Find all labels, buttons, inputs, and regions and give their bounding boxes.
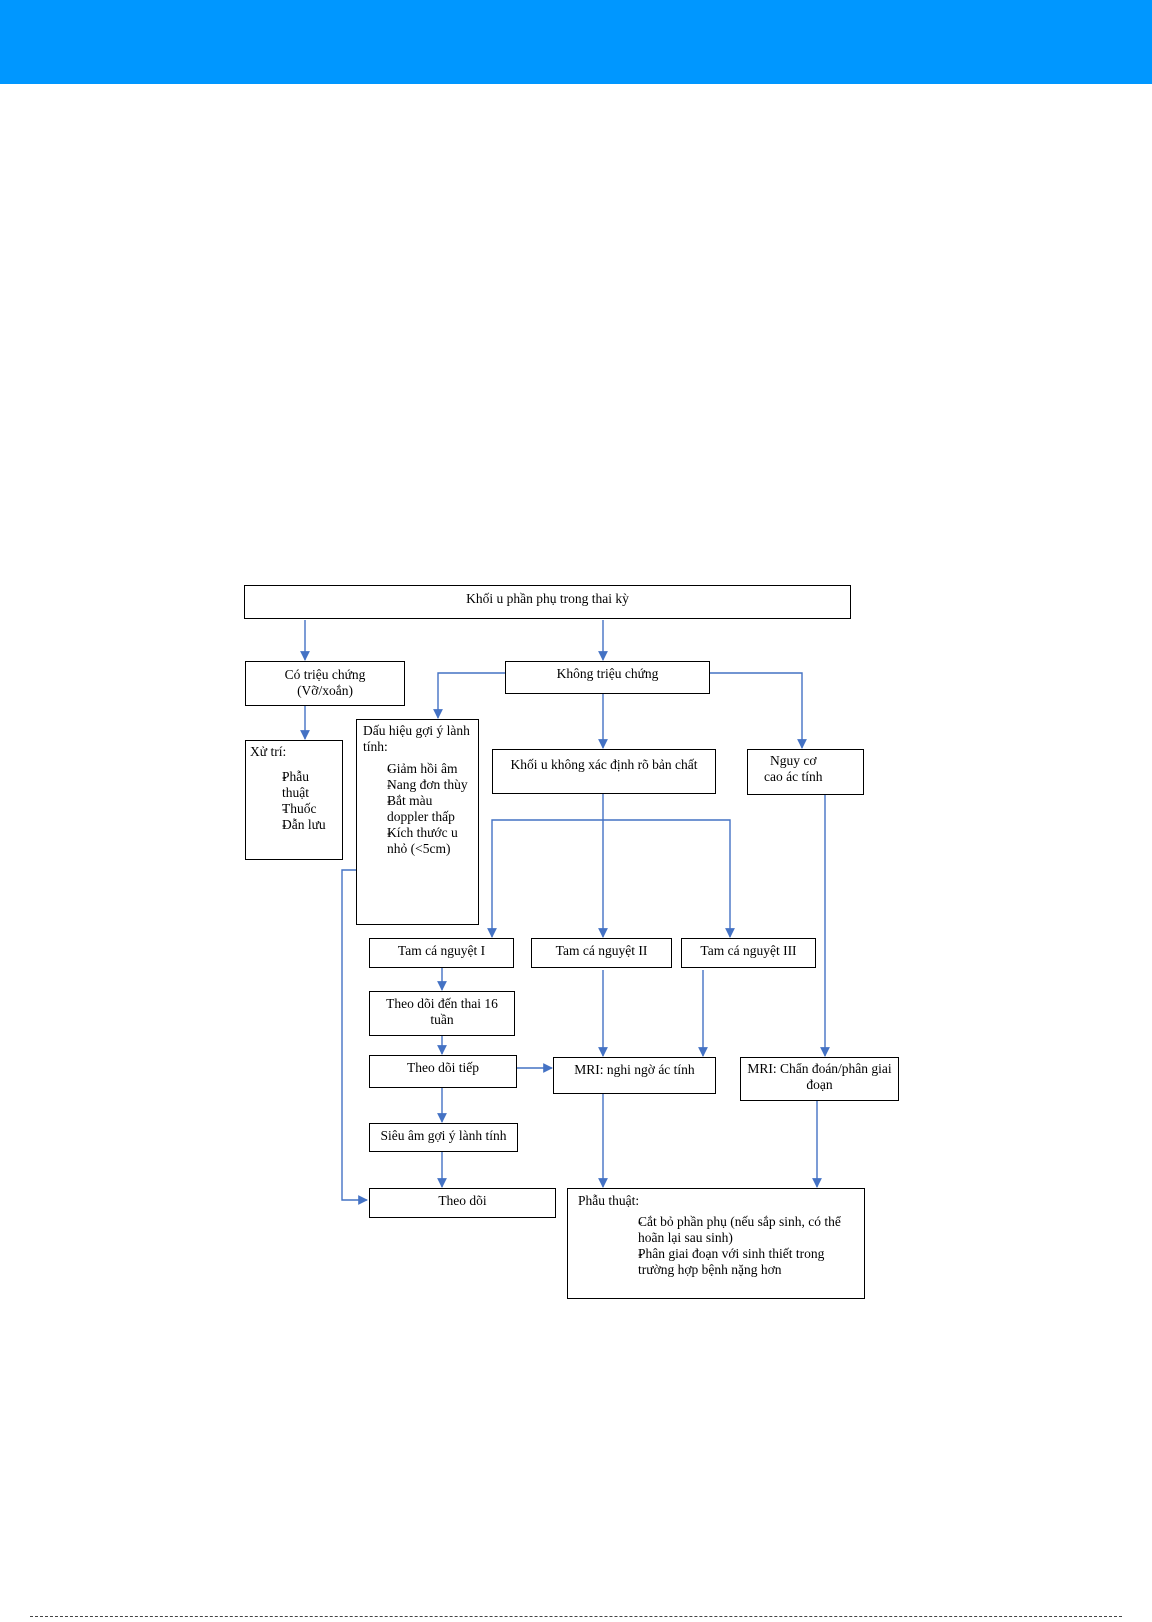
node-follow-more-label: Theo dõi tiếp bbox=[407, 1060, 479, 1075]
node-trimester-1-label: Tam cá nguyệt I bbox=[397, 943, 486, 958]
node-trimester-2: Tam cá nguyệt II bbox=[531, 938, 672, 968]
node-management-item: Thuốc bbox=[282, 801, 317, 816]
node-trimester-3: Tam cá nguyệt III bbox=[681, 938, 816, 968]
node-surgery-title: Phẫu thuật: bbox=[578, 1193, 640, 1208]
node-management: Xử trí: Phẫu thuật Thuốc Dẫn lưu bbox=[245, 740, 343, 860]
node-trimester-3-label: Tam cá nguyệt III bbox=[700, 943, 797, 958]
node-benign-signs-item: Nang đơn thùy bbox=[387, 777, 468, 792]
node-mri-suspect: MRI: nghi ngờ ác tính bbox=[553, 1057, 716, 1094]
page-bottom-rule bbox=[30, 1616, 1122, 1617]
node-benign-signs-item: Giảm hồi âm bbox=[387, 761, 458, 776]
node-surgery: Phẫu thuật: Cắt bỏ phần phụ (nếu sắp sin… bbox=[567, 1188, 865, 1299]
node-trimester-1: Tam cá nguyệt I bbox=[369, 938, 514, 968]
node-mri-stage-label: MRI: Chẩn đoán/phân giai đoạn bbox=[747, 1061, 892, 1092]
node-mri-suspect-label: MRI: nghi ngờ ác tính bbox=[574, 1062, 695, 1077]
node-management-title: Xử trí: bbox=[250, 744, 287, 759]
node-asymptomatic-label: Không triệu chứng bbox=[556, 666, 659, 681]
header-bar bbox=[0, 0, 1152, 84]
node-surgery-item: Cắt bỏ phần phụ (nếu sắp sinh, có thể ho… bbox=[638, 1214, 841, 1245]
node-root: Khối u phần phụ trong thai kỳ bbox=[244, 585, 851, 619]
node-follow-16w: Theo dõi đến thai 16 tuần bbox=[369, 991, 515, 1036]
node-management-item: Dẫn lưu bbox=[282, 817, 326, 832]
edge-asymptomatic-to-benign bbox=[433, 672, 505, 719]
edge-asymptomatic-to-highrisk bbox=[709, 672, 807, 749]
node-benign-signs-title: Dấu hiệu gợi ý lành tính: bbox=[363, 723, 470, 754]
node-high-risk: Nguy cơ cao ác tính bbox=[747, 749, 864, 795]
node-follow: Theo dõi bbox=[369, 1188, 556, 1218]
node-trimester-2-label: Tam cá nguyệt II bbox=[555, 943, 648, 958]
node-management-item: Phẫu thuật bbox=[282, 769, 309, 800]
node-benign-signs: Dấu hiệu gợi ý lành tính: Giảm hồi âm Na… bbox=[356, 719, 479, 925]
edge-branch-to-t3 bbox=[603, 819, 735, 938]
node-high-risk-line1: Nguy cơ bbox=[770, 753, 817, 768]
node-ultrasound-benign-label: Siêu âm gợi ý lành tính bbox=[380, 1128, 507, 1143]
node-ultrasound-benign: Siêu âm gợi ý lành tính bbox=[369, 1123, 518, 1152]
node-asymptomatic: Không triệu chứng bbox=[505, 661, 710, 694]
edge-branch-to-t1 bbox=[487, 819, 603, 938]
node-benign-signs-item: Bắt màu doppler thấp bbox=[387, 793, 455, 824]
node-high-risk-line2: cao ác tính bbox=[764, 769, 823, 784]
node-follow-more: Theo dõi tiếp bbox=[369, 1055, 517, 1088]
node-root-label: Khối u phần phụ trong thai kỳ bbox=[466, 591, 629, 606]
node-indeterminate: Khối u không xác định rõ bản chất bbox=[492, 749, 716, 794]
node-benign-signs-item: Kích thước u nhỏ (<5cm) bbox=[387, 825, 458, 856]
node-follow-16w-label: Theo dõi đến thai 16 tuần bbox=[386, 996, 498, 1027]
node-follow-label: Theo dõi bbox=[438, 1193, 487, 1208]
node-symptomatic: Có triệu chứng (Vỡ/xoắn) bbox=[245, 661, 405, 706]
node-symptomatic-line2: (Vỡ/xoắn) bbox=[297, 683, 353, 698]
node-symptomatic-line1: Có triệu chứng bbox=[284, 667, 366, 682]
node-mri-stage: MRI: Chẩn đoán/phân giai đoạn bbox=[740, 1057, 899, 1101]
node-surgery-item: Phân giai đoạn với sinh thiết trong trườ… bbox=[638, 1246, 825, 1277]
node-indeterminate-label: Khối u không xác định rõ bản chất bbox=[510, 757, 698, 772]
edge-benign-to-follow bbox=[341, 869, 368, 1205]
